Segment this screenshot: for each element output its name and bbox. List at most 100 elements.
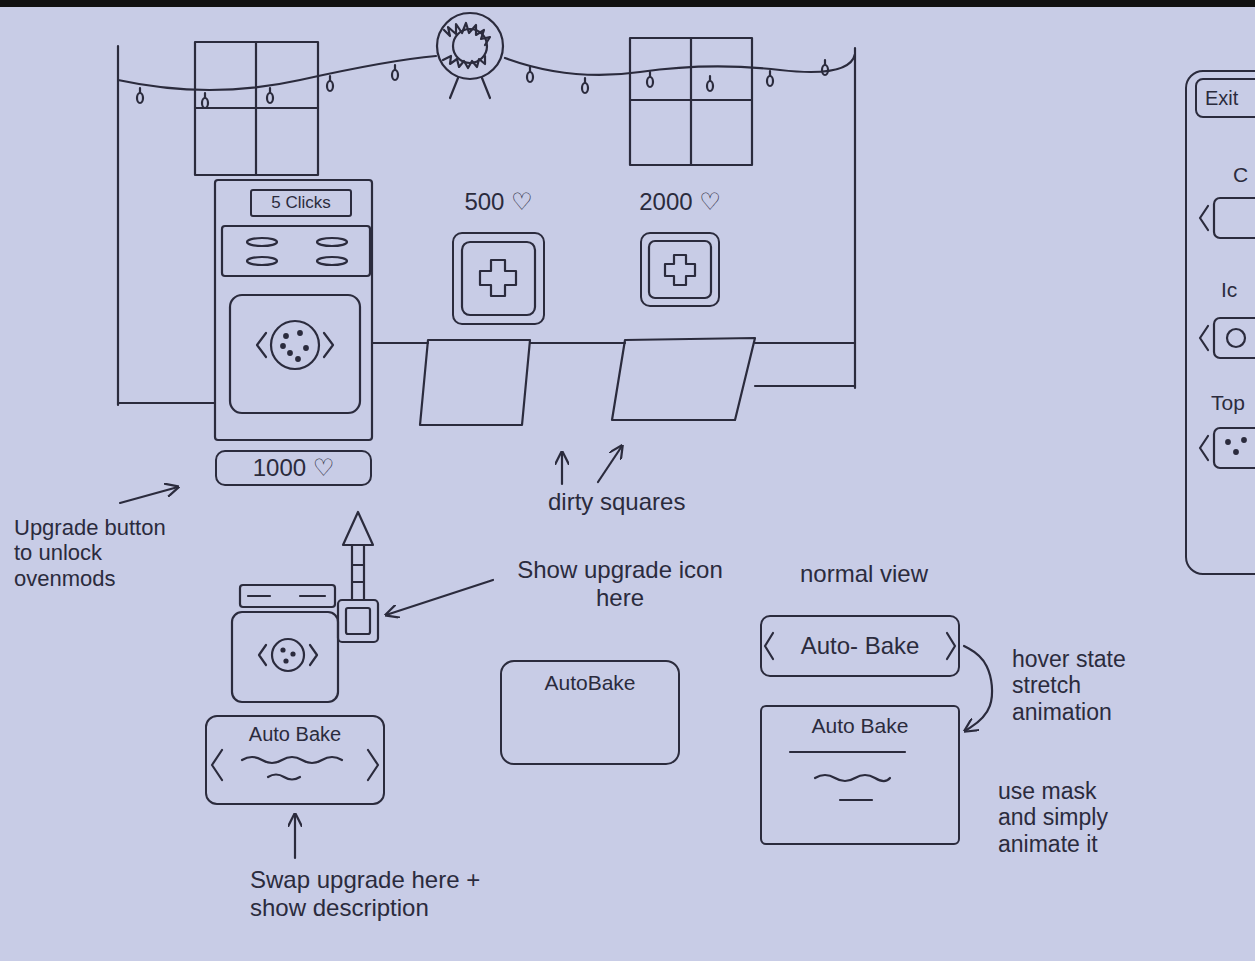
- oven: [288, 351, 292, 355]
- description-scribble: [242, 757, 342, 763]
- upgrade-icon: [338, 600, 378, 642]
- buy-slot-button: 500 ♡: [452, 232, 545, 325]
- oven: [296, 357, 300, 361]
- garland: [118, 56, 436, 90]
- garland: [505, 54, 855, 75]
- node-text: C: [1233, 162, 1248, 187]
- annotation-note: normal view: [800, 560, 928, 588]
- oven: [304, 346, 308, 350]
- small-oven: [232, 612, 338, 702]
- leader-arrow: [561, 452, 563, 484]
- annotation-note: use mask and simply animate it: [998, 778, 1128, 857]
- garland: [202, 98, 208, 108]
- garland: [140, 60, 825, 98]
- node-text: Auto- Bake: [801, 632, 920, 661]
- node-text: Ic: [1221, 277, 1237, 302]
- annotation-note: Swap upgrade here + show description: [250, 866, 510, 921]
- buy-slot-icon: [649, 241, 711, 298]
- description-scribble: [368, 750, 378, 780]
- leader-arrow: [120, 487, 178, 503]
- photo-edge: [0, 0, 1255, 7]
- small-oven: [232, 585, 338, 702]
- leader-arrow: [120, 446, 622, 858]
- annotation-note: Upgrade button to unlock ovenmods: [14, 515, 179, 591]
- small-oven: [259, 645, 266, 665]
- upgrade-button: 1000 ♡: [215, 450, 372, 486]
- annotation-note: Show upgrade icon here: [500, 556, 740, 611]
- garland: [582, 83, 588, 93]
- exit-button: Exit: [1195, 78, 1255, 118]
- leader-arrow: [294, 814, 296, 858]
- annotation-note: dirty squares: [548, 488, 685, 516]
- oven: [215, 180, 372, 440]
- node-text: 1000 ♡: [253, 454, 335, 483]
- garland: [707, 81, 713, 91]
- garland: [327, 81, 333, 91]
- oven: [257, 333, 266, 357]
- oven: [247, 238, 277, 246]
- small-oven: [240, 585, 335, 607]
- room-walls: [118, 402, 215, 404]
- side-panel-selector: [1214, 428, 1255, 468]
- oven: [271, 321, 319, 369]
- window: [195, 42, 318, 175]
- side-panel-selector: [1227, 329, 1245, 347]
- customize-panel: CIcTopExit: [1185, 70, 1255, 575]
- leader-arrow: [386, 580, 493, 615]
- window: [195, 42, 318, 175]
- oven: [281, 344, 285, 348]
- oven: [230, 295, 360, 413]
- side-panel-selector: [1214, 318, 1255, 358]
- dirty-square: [612, 338, 755, 420]
- oven: [317, 238, 347, 246]
- node-text: AutoBake: [544, 670, 635, 695]
- buy-slot-icon: [462, 241, 711, 315]
- garland: [647, 77, 653, 87]
- description-scribble: [790, 751, 905, 753]
- buy-slot-icon: [665, 255, 695, 285]
- window: [630, 38, 752, 165]
- small-oven: [310, 645, 317, 665]
- wreath: [443, 23, 490, 68]
- oven: [215, 180, 372, 440]
- garland: [137, 93, 143, 103]
- click-counter-sign: 5 Clicks: [250, 189, 352, 217]
- leader-arrow: [598, 446, 622, 482]
- small-oven: [282, 649, 285, 652]
- room-walls: [117, 46, 119, 405]
- oven: [222, 226, 370, 276]
- oven: [284, 334, 288, 338]
- node-text: Auto Bake: [249, 722, 341, 746]
- upgrade-icon: [338, 512, 378, 642]
- oven: [247, 257, 277, 265]
- annotation-note: hover state stretch animation: [1012, 646, 1182, 725]
- small-oven: [292, 653, 295, 656]
- garland: [767, 76, 773, 86]
- node-text: Exit: [1205, 86, 1238, 110]
- description-scribble: [840, 799, 872, 801]
- upgrade-icon: [343, 512, 373, 545]
- room-walls: [854, 48, 856, 388]
- buy-slot-button: 2000 ♡: [640, 232, 720, 307]
- room-walls: [755, 385, 855, 387]
- small-oven: [272, 639, 304, 671]
- dirty-square: [420, 338, 755, 425]
- oven: [324, 333, 333, 357]
- transition-arrow: [964, 646, 992, 731]
- buy-slot-icon: [462, 242, 535, 315]
- upgrade-icon: [346, 608, 370, 634]
- description-scribble: [765, 633, 773, 659]
- node-text: 5 Clicks: [271, 193, 331, 213]
- side-panel-selector: [1200, 436, 1208, 460]
- wreath: [437, 13, 503, 98]
- garland: [527, 72, 533, 82]
- side-panel-selector: [1242, 438, 1246, 442]
- oven: [298, 331, 302, 335]
- garland: [118, 54, 855, 108]
- garland: [822, 65, 828, 75]
- node-text: Auto Bake: [812, 713, 909, 738]
- garland: [267, 93, 273, 103]
- side-panel-selector: [1234, 450, 1238, 454]
- side-panel-selector: [1200, 198, 1255, 468]
